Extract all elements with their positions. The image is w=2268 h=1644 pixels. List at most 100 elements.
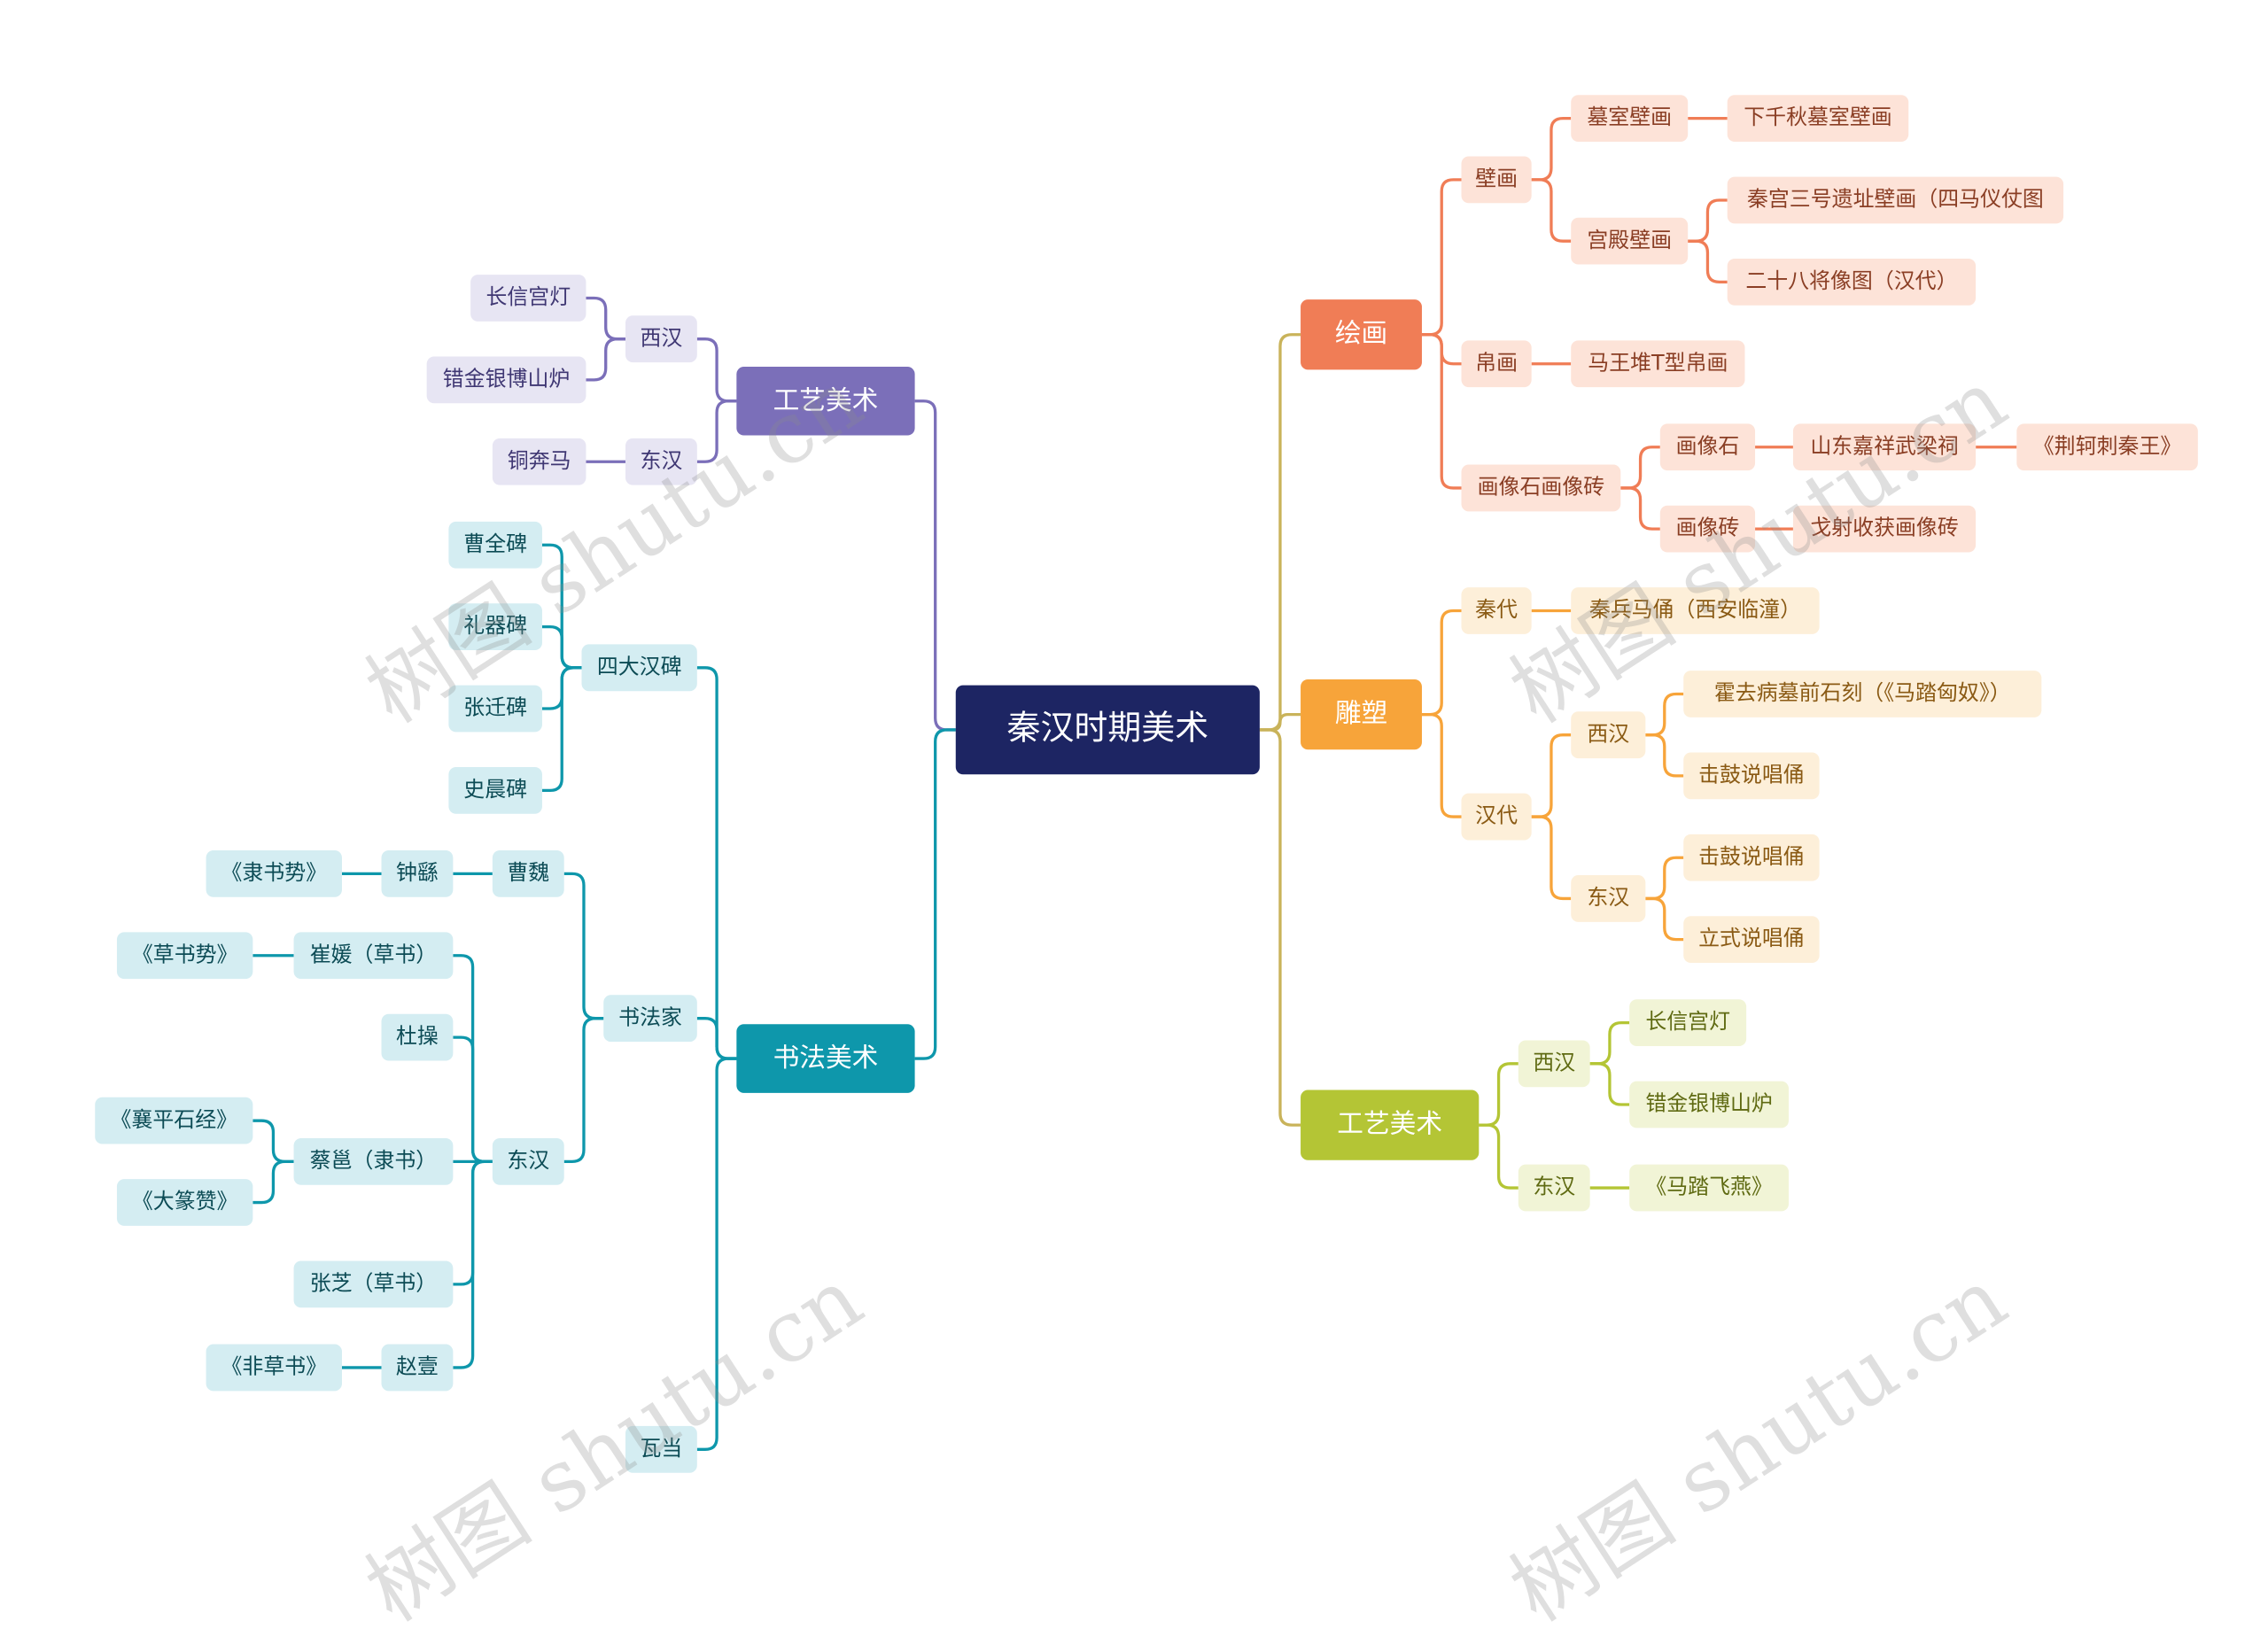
calligraphy-steles[interactable]: 四大汉碑 — [581, 644, 697, 692]
connector-craft-left-east — [696, 399, 737, 463]
painting-relief-brick[interactable]: 画像砖 — [1659, 505, 1756, 553]
sculpture-qin-item[interactable]: 秦兵马俑（西安临潼） — [1571, 587, 1820, 634]
connector-branch-craft-left — [914, 399, 956, 732]
connector-artists-donghan — [563, 1017, 604, 1164]
painting-relief-brick-item[interactable]: 戈射收获画像砖 — [1792, 505, 1977, 553]
craft-right-west[interactable]: 西汉 — [1518, 1040, 1590, 1088]
root-node[interactable]: 秦汉时期美术 — [955, 685, 1260, 775]
connector-stele-item-4 — [541, 666, 582, 793]
connector-artist-zhaoyi — [453, 1159, 493, 1369]
connector-painting-mural — [1421, 178, 1462, 337]
sculpture-han[interactable]: 汉代 — [1461, 793, 1532, 841]
connector-sculpture-han-west-item-1 — [1645, 692, 1684, 737]
connector-branch-craft-right — [1259, 728, 1301, 1127]
connector-painting-relief-brick — [1620, 486, 1660, 531]
craft-right-west-item-2[interactable]: 错金银博山炉 — [1629, 1081, 1789, 1128]
connector-calligraphy-wadang — [696, 1057, 737, 1451]
connector-painting-relief-stone — [1620, 446, 1660, 490]
work-caoshushi[interactable]: 《草书势》 — [116, 932, 253, 980]
sculpture-han-east[interactable]: 东汉 — [1571, 875, 1646, 922]
sculpture-han-west-item-2[interactable]: 击鼓说唱俑 — [1683, 752, 1820, 800]
painting-mural[interactable]: 壁画 — [1461, 156, 1532, 204]
connector-craft-right-east — [1479, 1123, 1518, 1190]
branch-craft-left[interactable]: 工艺美术 — [736, 367, 915, 436]
stele-item-1[interactable]: 曹全碑 — [448, 521, 542, 569]
connector-craft-left-west — [696, 337, 737, 403]
branch-calligraphy[interactable]: 书法美术 — [736, 1024, 915, 1093]
stele-item-3[interactable]: 张迁碑 — [448, 685, 542, 733]
connector-stele-item-2 — [541, 624, 582, 670]
connector-painting-tomb-mural — [1531, 116, 1572, 182]
work-lishushi[interactable]: 《隶书势》 — [206, 850, 342, 897]
connector-painting-palace-mural — [1531, 178, 1572, 243]
connector-artist-ducao — [453, 1035, 493, 1164]
artist-cuiyuan[interactable]: 崔媛（草书） — [293, 932, 454, 980]
craft-left-west[interactable]: 西汉 — [625, 315, 697, 363]
branch-craft-right[interactable]: 工艺美术 — [1301, 1090, 1480, 1160]
artist-zhangzhi[interactable]: 张芝（草书） — [293, 1260, 454, 1308]
connector-branch-painting — [1259, 333, 1301, 732]
connector-calligraphy-steles — [696, 666, 737, 1060]
connector-craft-right-west-item-2 — [1589, 1062, 1630, 1106]
painting-relief-stone[interactable]: 画像石 — [1659, 423, 1756, 471]
connector-painting-relief — [1421, 333, 1462, 490]
connector-lines — [252, 116, 2017, 1451]
connector-sculpture-han-west — [1531, 733, 1572, 818]
sculpture-han-east-item-2[interactable]: 立式说唱俑 — [1683, 916, 1820, 964]
connector-sculpture-han-east-item-2 — [1645, 896, 1684, 942]
connector-sculpture-han-east — [1531, 815, 1572, 901]
painting-tomb-mural-item[interactable]: 下千秋墓室壁画 — [1727, 95, 1909, 143]
painting-palace-mural-item-2[interactable]: 二十八将像图（汉代） — [1727, 258, 1977, 306]
connector-craft-right-west-item-1 — [1589, 1021, 1630, 1066]
calligraphy-wadang[interactable]: 瓦当 — [625, 1425, 697, 1473]
painting-relief[interactable]: 画像石画像砖 — [1461, 464, 1621, 512]
sculpture-han-west-item-1[interactable]: 霍去病墓前石刻（《马踏匈奴》） — [1683, 671, 2042, 717]
craft-left-east-item[interactable]: 铜奔马 — [492, 438, 586, 485]
sculpture-han-east-item-1[interactable]: 击鼓说唱俑 — [1683, 834, 1820, 881]
work-feicaoshu[interactable]: 《非草书》 — [206, 1344, 342, 1392]
painting-silk-item[interactable]: 马王堆T型帛画 — [1571, 340, 1745, 388]
work-dazhuanzan[interactable]: 《大篆赞》 — [116, 1179, 253, 1226]
craft-left-west-item-1[interactable]: 长信宫灯 — [470, 275, 586, 322]
craft-right-east-item[interactable]: 《马踏飞燕》 — [1629, 1164, 1789, 1212]
sculpture-qin[interactable]: 秦代 — [1461, 587, 1532, 634]
artist-ducao[interactable]: 杜操 — [381, 1013, 454, 1061]
connector-work-xiangping — [252, 1119, 294, 1164]
stele-item-2[interactable]: 礼器碑 — [448, 603, 542, 651]
artist-zhaoyi[interactable]: 赵壹 — [381, 1344, 454, 1392]
connector-calligraphy-artists — [696, 1017, 737, 1060]
mind-map-canvas: 秦汉时期美术 绘画 壁画 墓室壁画 下千秋墓室壁画 宫殿壁画 秦宫三号遗址壁画（… — [95, 95, 2198, 1640]
painting-palace-mural-item-1[interactable]: 秦宫三号遗址壁画（四马仪仗图 — [1727, 176, 2064, 224]
work-xiangping[interactable]: 《襄平石经》 — [95, 1097, 253, 1144]
connector-craft-left-west-item-2 — [586, 337, 625, 382]
connector-branch-calligraphy — [914, 728, 956, 1060]
connector-branch-sculpture — [1259, 712, 1301, 732]
painting-tomb-mural[interactable]: 墓室壁画 — [1571, 95, 1689, 143]
artist-caiyong[interactable]: 蔡邕（隶书） — [293, 1137, 454, 1185]
connector-craft-left-west-item-1 — [586, 296, 625, 341]
artists-caowei[interactable]: 曹魏 — [492, 850, 564, 897]
connector-craft-right-west — [1479, 1062, 1518, 1127]
craft-right-east[interactable]: 东汉 — [1518, 1164, 1590, 1212]
calligraphy-artists[interactable]: 书法家 — [603, 995, 697, 1043]
craft-right-west-item-1[interactable]: 长信宫灯 — [1629, 999, 1747, 1047]
connector-work-dazhuanzan — [252, 1159, 294, 1205]
painting-relief-stone-work[interactable]: 《荆轲刺秦王》 — [2016, 423, 2198, 471]
connector-sculpture-han — [1421, 712, 1462, 818]
painting-silk[interactable]: 帛画 — [1461, 340, 1532, 388]
artists-donghan[interactable]: 东汉 — [492, 1137, 564, 1185]
sculpture-han-west[interactable]: 西汉 — [1571, 711, 1646, 759]
craft-left-west-item-2[interactable]: 错金银博山炉 — [426, 356, 586, 404]
connector-sculpture-qin — [1421, 609, 1462, 717]
branch-sculpture[interactable]: 雕塑 — [1301, 679, 1422, 750]
connector-painting-palace-mural-item-2 — [1688, 239, 1728, 284]
craft-left-east[interactable]: 东汉 — [625, 438, 697, 485]
connector-painting-palace-mural-item-1 — [1688, 198, 1728, 243]
artist-zhongyao[interactable]: 钟繇 — [381, 850, 454, 897]
connector-sculpture-han-west-item-2 — [1645, 733, 1684, 778]
connector-artists-caowei — [563, 872, 604, 1020]
branch-painting[interactable]: 绘画 — [1301, 299, 1422, 370]
stele-item-4[interactable]: 史晨碑 — [448, 766, 542, 814]
painting-palace-mural[interactable]: 宫殿壁画 — [1571, 217, 1689, 265]
painting-relief-stone-item[interactable]: 山东嘉祥武梁祠 — [1792, 423, 1977, 471]
